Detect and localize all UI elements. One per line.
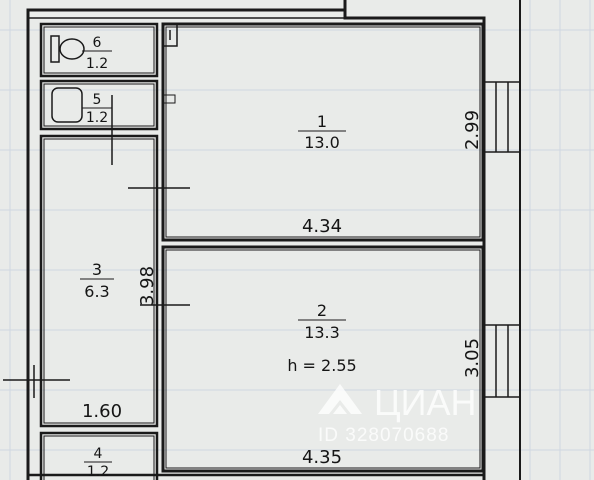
room-1-width: 4.34 (302, 216, 342, 237)
window-right-bottom (483, 324, 521, 398)
watermark-id: ID 328070688 (318, 425, 449, 446)
room-1-number: 1 (317, 112, 327, 131)
room-6 (39, 22, 159, 78)
room-5-number: 5 (93, 92, 102, 108)
window-right-top (483, 81, 521, 153)
room-3-area: 6.3 (84, 282, 109, 301)
room-4 (39, 431, 159, 480)
room-3-number: 3 (92, 260, 102, 279)
room-3-width: 1.60 (82, 401, 122, 422)
room-6-number: 6 (93, 35, 102, 51)
room-4-number: 4 (94, 446, 103, 462)
room-3-height: 3.98 (137, 266, 158, 306)
door-marks (3, 23, 190, 398)
room-1-height: 2.99 (462, 110, 483, 150)
cian-logo-icon (318, 384, 362, 414)
room-2-number: 2 (317, 301, 327, 320)
room-labels: 1 13.0 2 13.3 3 6.3 4 1.2 5 1.2 6 1.2 (80, 35, 346, 480)
room-3 (39, 134, 159, 428)
room-4-area: 1.2 (87, 464, 109, 480)
room-1-area: 13.0 (304, 133, 340, 152)
toilet-icon (50, 35, 85, 63)
ceiling-height: h = 2.55 (287, 356, 356, 375)
room-6-area: 1.2 (86, 56, 108, 72)
room-5 (39, 79, 159, 131)
watermark-brand: ЦИАН (374, 382, 477, 423)
cian-watermark: ЦИАН ID 328070688 (318, 382, 477, 446)
room-1 (161, 22, 485, 242)
room-2-area: 13.3 (304, 323, 340, 342)
dimension-labels: 4.34 2.99 4.35 3.05 3.98 1.60 h = 2.55 (82, 110, 483, 468)
room-2-width: 4.35 (302, 447, 342, 468)
room-2-height: 3.05 (462, 338, 483, 378)
bathtub-icon (51, 87, 83, 123)
room-5-area: 1.2 (86, 110, 108, 126)
room-2 (161, 245, 485, 473)
